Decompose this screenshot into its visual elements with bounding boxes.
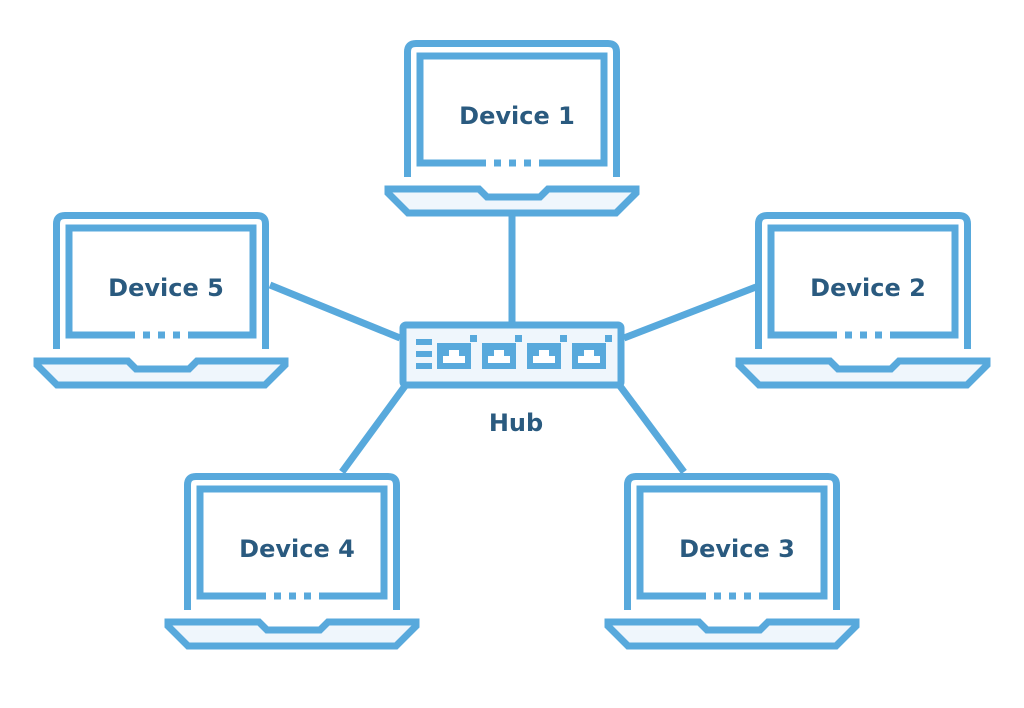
- devices: Device 1 Device 2 Device 3 Device 4 Device 5: [33, 40, 991, 650]
- screen-dash: [319, 592, 326, 600]
- screen-dash: [714, 592, 721, 600]
- laptop-icon: [735, 212, 991, 389]
- screen-dash: [860, 331, 867, 339]
- screen-dash: [845, 331, 852, 339]
- screen-dash: [158, 331, 165, 339]
- device-node-2: Device 2: [735, 212, 991, 389]
- screen-dash: [494, 159, 501, 167]
- screen-dash: [699, 592, 706, 600]
- device-node-5: Device 5: [33, 212, 289, 389]
- screen-dash: [539, 159, 546, 167]
- connections: [268, 215, 758, 475]
- screen-dash: [890, 331, 897, 339]
- screen-dash: [509, 159, 516, 167]
- screen-dash: [188, 331, 195, 339]
- hub-port-icon: [572, 335, 612, 369]
- screen-dash: [128, 331, 135, 339]
- laptop-icon: [33, 212, 289, 389]
- connection-hub-device-5: [268, 281, 402, 342]
- screen-dash: [524, 159, 531, 167]
- device-label: Device 3: [679, 535, 795, 563]
- screen-dash: [304, 592, 311, 600]
- hub-port-icon: [527, 335, 567, 369]
- device-label: Device 4: [239, 535, 355, 563]
- screen-dash: [744, 592, 751, 600]
- screen-dash: [729, 592, 736, 600]
- screen-dash: [143, 331, 150, 339]
- device-label: Device 1: [459, 102, 575, 130]
- device-label: Device 5: [108, 274, 224, 302]
- hub-port-icon: [482, 335, 522, 369]
- screen-dash: [759, 592, 766, 600]
- screen-dash: [274, 592, 281, 600]
- laptop-icon: [164, 473, 420, 650]
- screen-dash: [875, 331, 882, 339]
- hub-port-icon: [437, 335, 477, 369]
- screen-dash: [259, 592, 266, 600]
- device-node-3: Device 3: [604, 473, 860, 650]
- device-node-1: Device 1: [384, 40, 640, 217]
- laptop-icon: [604, 473, 860, 650]
- device-label: Device 2: [810, 274, 926, 302]
- screen-dash: [479, 159, 486, 167]
- device-node-4: Device 4: [164, 473, 420, 650]
- laptop-icon: [384, 40, 640, 217]
- screen-dash: [173, 331, 180, 339]
- connection-hub-device-2: [622, 283, 758, 342]
- hub-node: Hub: [399, 321, 625, 437]
- screen-dash: [830, 331, 837, 339]
- connection-hub-device-3: [617, 383, 687, 475]
- connection-hub-device-4: [339, 383, 408, 475]
- hub-label: Hub: [489, 409, 543, 437]
- network-hub-icon: [399, 321, 625, 389]
- screen-dash: [289, 592, 296, 600]
